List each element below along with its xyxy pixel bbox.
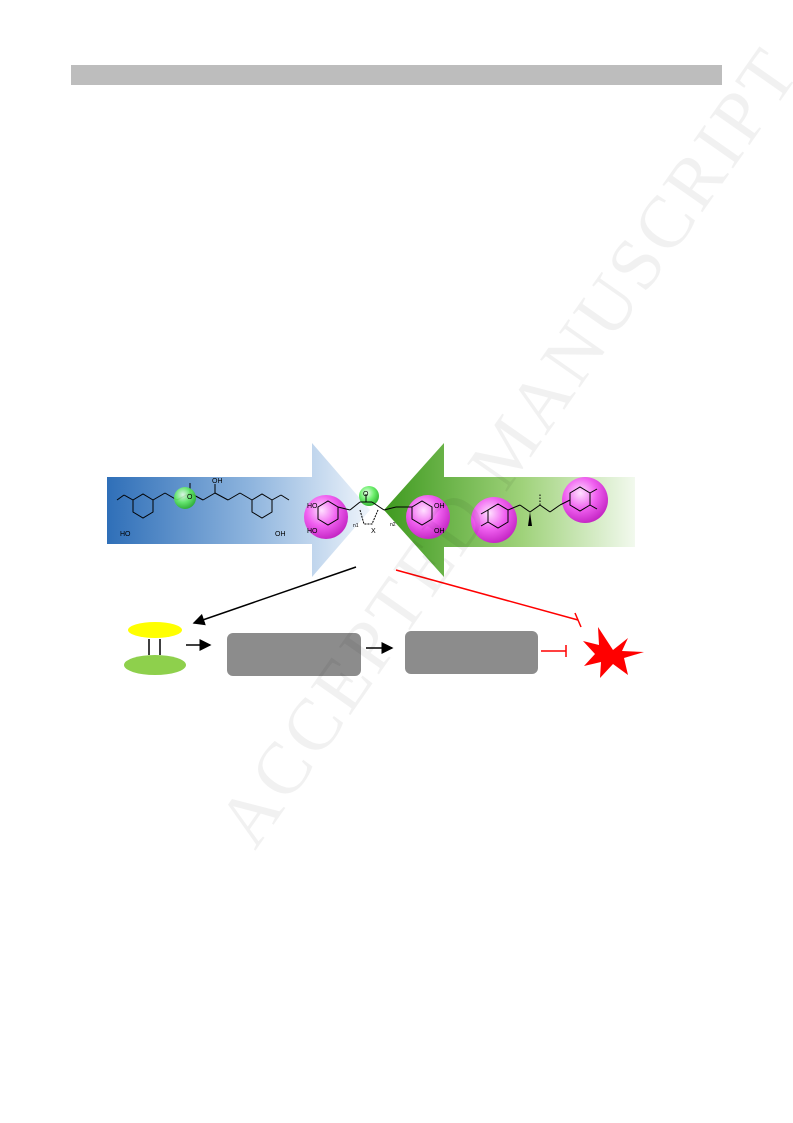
center-ho-top-label: HO bbox=[307, 503, 318, 510]
curcumin-o-label: O bbox=[187, 494, 193, 501]
center-n1-label: n1 bbox=[353, 523, 359, 529]
process-box-2 bbox=[405, 631, 538, 674]
center-ho-bottom-label: HO bbox=[307, 528, 318, 535]
inhibit-burst-line bbox=[541, 645, 567, 657]
curcumin-green-highlight bbox=[174, 487, 196, 509]
center-oh-top-label: OH bbox=[434, 503, 445, 510]
page-header-bar bbox=[71, 65, 722, 85]
center-o-label: O bbox=[363, 491, 369, 498]
curcumin-structure bbox=[116, 483, 290, 519]
center-oh-bottom-label: OH bbox=[434, 528, 445, 535]
target-bottom-oval bbox=[124, 655, 186, 675]
right-magenta-highlight-2 bbox=[562, 477, 608, 523]
center-right-magenta-highlight bbox=[406, 495, 450, 539]
down-left-arrow bbox=[192, 566, 357, 626]
lignan-structure bbox=[480, 486, 598, 529]
left-arrow bbox=[107, 443, 370, 577]
process-box-1 bbox=[227, 633, 361, 676]
wedge-bond bbox=[528, 512, 532, 526]
center-structure bbox=[317, 494, 433, 526]
red-burst bbox=[583, 627, 644, 678]
right-magenta-highlight-1 bbox=[471, 497, 517, 543]
target-top-oval bbox=[128, 622, 182, 638]
center-n2-label: n2 bbox=[390, 522, 396, 528]
curcumin-oh2-label: OH bbox=[275, 531, 286, 538]
curcumin-ho-label: HO bbox=[120, 531, 131, 538]
inhibition-line bbox=[395, 569, 582, 628]
center-x-label: X bbox=[371, 528, 376, 535]
center-green-highlight bbox=[359, 486, 379, 506]
curcumin-oh-label: OH bbox=[212, 478, 223, 485]
